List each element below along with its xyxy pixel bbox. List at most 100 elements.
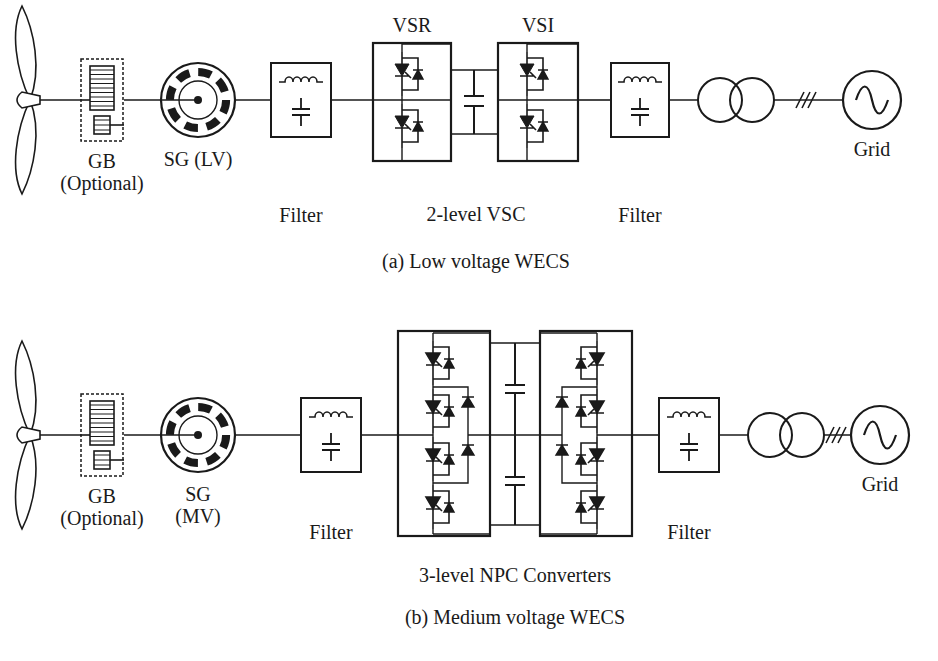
vsc-node: VSR: [372, 42, 452, 162]
gear-tooth: [90, 441, 114, 442]
turbine-blade: [16, 100, 36, 194]
gear-large: [90, 66, 114, 110]
transformer-fill: [730, 78, 774, 122]
turbine-b: [16, 341, 80, 529]
antiparallel-diode: [576, 359, 586, 368]
node-label: SG (LV): [162, 148, 234, 170]
gear-tooth: [90, 409, 114, 410]
inductor-symbol: [279, 77, 323, 82]
turbine-a: [16, 6, 80, 194]
inductor-symbol: [309, 412, 353, 417]
node-label: Filter: [261, 204, 341, 226]
switch-body: [590, 449, 604, 461]
transformer-a: [698, 78, 816, 122]
gb-node: GB (Optional): [80, 58, 124, 142]
gear-tooth: [90, 427, 114, 428]
gearbox-outline: [81, 59, 123, 141]
switch-body: [590, 353, 604, 365]
gen-node: SG (MV): [160, 397, 236, 473]
clamp-diode: [462, 445, 474, 455]
gear-tooth: [90, 97, 114, 98]
inductor-symbol: [667, 412, 711, 417]
turbine-blade: [16, 6, 36, 100]
transformer-winding: [780, 413, 824, 457]
three-phase-mark: [796, 92, 816, 108]
sine-wave: [864, 422, 896, 449]
rotor-shaft: [160, 434, 198, 436]
npc-switches: [398, 333, 490, 534]
converter-wire: [374, 44, 450, 160]
turbine-hub: [17, 427, 40, 443]
switch-body: [426, 449, 440, 461]
node-label: Filter: [291, 521, 371, 543]
switch-body: [395, 64, 409, 76]
ac-wire: [632, 434, 658, 436]
npc-converter-box: [398, 331, 490, 536]
dc-link-a: [452, 70, 497, 134]
gear-tooth: [90, 432, 114, 433]
dc-capacitor: [464, 70, 484, 134]
switch-wire: [581, 341, 604, 385]
npc-converter-box: [540, 331, 632, 536]
capacitor-symbol: [322, 433, 340, 461]
antiparallel-diode: [538, 70, 548, 79]
antiparallel-diode: [576, 407, 586, 416]
rotor-hub: [194, 431, 202, 439]
node-shape: [850, 405, 910, 465]
clamp-diode: [556, 445, 568, 455]
antiparallel-diode: [576, 455, 586, 464]
switch-wire: [426, 485, 449, 529]
converter-box: [373, 43, 451, 161]
turbine-blade: [16, 435, 36, 529]
gear-tooth: [90, 88, 114, 89]
power-wire: [579, 99, 610, 101]
gear-tooth: [90, 418, 114, 419]
gen-node: SG (LV): [160, 62, 236, 138]
switch-wire: [520, 104, 543, 148]
shaft: [40, 99, 80, 101]
gear-tooth: [90, 74, 114, 75]
power-wire: [236, 434, 300, 436]
node-label: VSI: [503, 14, 573, 36]
three-phase-mark: [826, 427, 846, 443]
npc-wire: [540, 333, 632, 534]
gear-shaft: [110, 459, 124, 461]
gear-tooth: [94, 465, 110, 466]
switch-body: [426, 353, 440, 365]
grid-node: Grid: [842, 70, 902, 130]
switch-body: [426, 401, 440, 413]
clamp-diode: [556, 397, 568, 407]
switch-wire: [581, 437, 604, 481]
node-shape: [497, 42, 579, 162]
npc-switches: [540, 333, 632, 534]
node-label: Grid: [845, 473, 915, 495]
gear-large: [90, 401, 114, 445]
node-label: GB (Optional): [52, 485, 152, 529]
gb-node: GB (Optional): [80, 393, 124, 477]
node-shape: [372, 42, 452, 162]
antiparallel-diode: [444, 455, 454, 464]
switch-body: [590, 401, 604, 413]
transformer-b: [748, 413, 846, 457]
power-wire: [124, 434, 160, 436]
caption-label: 3-level NPC Converters: [416, 564, 614, 586]
switch-body: [520, 64, 534, 76]
generator-outline: [161, 63, 235, 137]
node-label: Grid: [837, 138, 907, 160]
node-label: VSR: [377, 14, 447, 36]
switch-wire: [426, 389, 449, 433]
rotor-shaft: [160, 99, 198, 101]
gear-tooth: [90, 92, 114, 93]
node-shape: [658, 397, 720, 473]
gear-tooth: [94, 130, 110, 131]
switch-wire: [520, 52, 543, 96]
gear-shaft: [80, 99, 90, 101]
antiparallel-diode: [576, 503, 586, 512]
vsc-node: VSI: [497, 42, 579, 162]
switch-wire: [581, 485, 604, 529]
dc-capacitor: [505, 343, 525, 525]
gear-tooth: [94, 120, 110, 121]
npc-wire: [398, 333, 490, 534]
gear-small: [94, 451, 110, 469]
switch-body: [590, 497, 604, 509]
